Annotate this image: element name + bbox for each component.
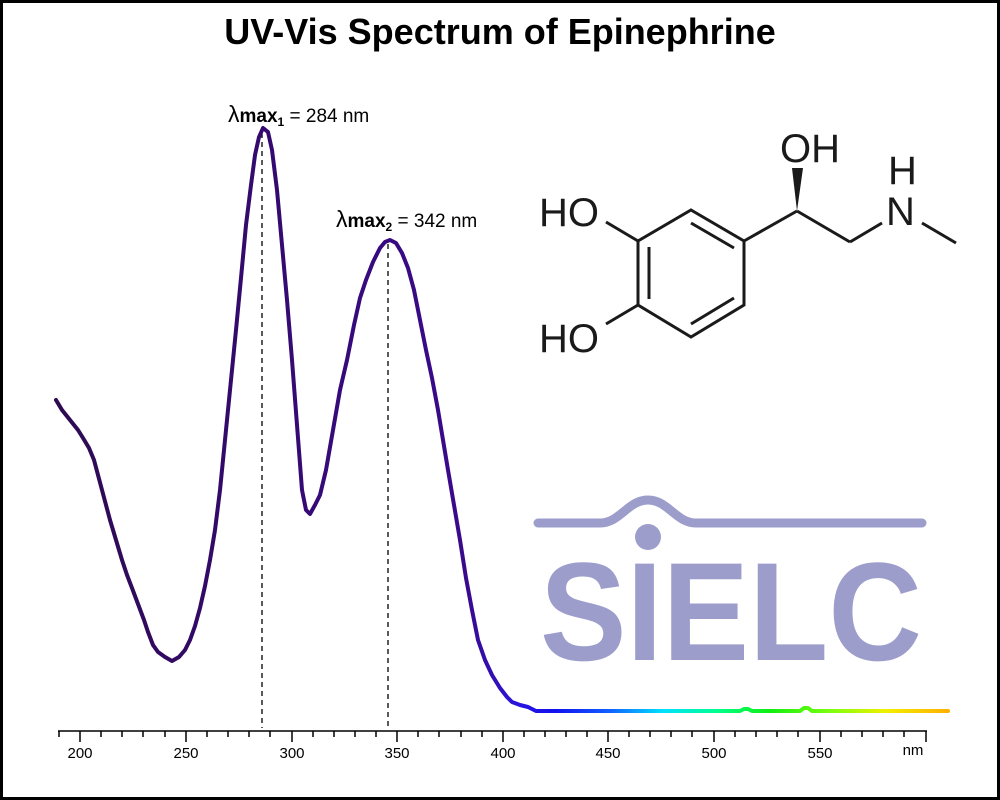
peak-index: 1	[277, 115, 285, 129]
x-axis: 200 250 300 350 400 450 500 550 nm	[58, 730, 927, 762]
peak-value: = 284 nm	[284, 106, 370, 127]
sielc-logo: SIELC	[533, 495, 927, 690]
x-axis-unit-label: nm	[903, 742, 924, 759]
x-tick-label: 500	[701, 745, 726, 762]
n-label: N	[886, 190, 915, 234]
x-tick-label: 250	[173, 745, 198, 762]
ho-bottom-label: HO	[539, 317, 599, 361]
h-label: H	[888, 149, 917, 193]
oh-label: OH	[780, 127, 840, 171]
lambda-symbol: λ	[336, 206, 348, 232]
x-tick-label: 400	[490, 745, 515, 762]
epinephrine-structure	[605, 168, 957, 339]
lambda-max-2-annotation: λmax2 = 342 nm	[336, 206, 477, 234]
spectrum-curve	[54, 126, 950, 713]
lambda-max-1-annotation: λmax1 = 284 nm	[228, 101, 369, 129]
peak-index: 2	[385, 220, 393, 234]
logo-text: SIELC	[540, 533, 922, 690]
lambda-symbol: λ	[228, 101, 240, 127]
chart-title: UV-Vis Spectrum of Epinephrine	[224, 11, 776, 52]
x-tick-label: 450	[595, 745, 620, 762]
ho-top-label: HO	[539, 191, 599, 235]
peak-value: = 342 nm	[392, 211, 478, 232]
x-tick-label: 200	[67, 745, 92, 762]
max-label: max	[347, 211, 386, 232]
max-label: max	[239, 106, 278, 127]
x-tick-label: 300	[279, 745, 304, 762]
x-tick-label: 350	[384, 745, 409, 762]
x-tick-label: 550	[807, 745, 832, 762]
